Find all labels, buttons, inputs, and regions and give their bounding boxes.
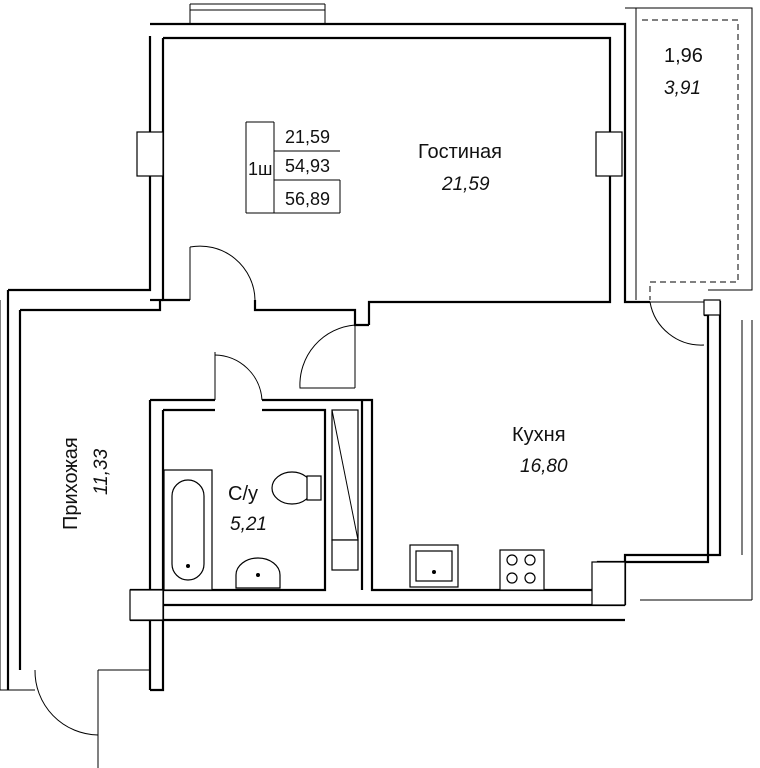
balcony-area-secondary: 3,91 bbox=[664, 78, 701, 99]
walls bbox=[0, 3, 722, 768]
column-left bbox=[136, 131, 164, 177]
room-area-living: 21,59 bbox=[441, 174, 490, 195]
room-name-living: Гостиная bbox=[418, 141, 502, 163]
stove-icon bbox=[499, 549, 545, 591]
bathroom-door-swing bbox=[214, 354, 263, 401]
kitchen-sink-icon bbox=[409, 544, 459, 588]
column-balcony bbox=[703, 299, 721, 316]
balcony-area-primary: 1,96 bbox=[664, 45, 703, 67]
summary-value-living: 21,59 bbox=[285, 127, 330, 147]
room-labels: Гостиная 21,59 Кухня 16,80 Прихожая 11,3… bbox=[60, 45, 703, 535]
kitchen-door-swing bbox=[299, 324, 356, 389]
apartment-type-label: 1ш bbox=[248, 159, 272, 179]
room-name-bathroom: С/у bbox=[228, 483, 258, 505]
room-area-bathroom: 5,21 bbox=[230, 514, 267, 535]
fixtures bbox=[163, 409, 545, 591]
balcony-door-swing bbox=[649, 301, 705, 346]
summary-value-living-total: 54,93 bbox=[285, 156, 330, 176]
summary-value-total: 56,89 bbox=[285, 189, 330, 209]
balcony bbox=[625, 7, 753, 601]
living-door-swing bbox=[189, 245, 256, 301]
room-name-hallway: Прихожая bbox=[60, 437, 82, 530]
area-summary-table: 1ш 21,59 54,93 56,89 bbox=[245, 121, 341, 214]
column-entrance bbox=[129, 589, 164, 621]
room-name-kitchen: Кухня bbox=[512, 424, 566, 446]
column-right bbox=[595, 131, 623, 177]
room-area-kitchen: 16,80 bbox=[520, 456, 568, 477]
room-area-hallway: 11,33 bbox=[91, 448, 112, 495]
entrance-door-swing bbox=[34, 669, 99, 736]
window-columns bbox=[129, 131, 721, 621]
toilet-icon bbox=[271, 471, 322, 505]
doors bbox=[34, 245, 705, 736]
bathtub-icon bbox=[163, 469, 213, 591]
sink-icon bbox=[235, 557, 281, 589]
column-kitchen bbox=[591, 561, 626, 606]
storage-niche-icon bbox=[331, 409, 359, 571]
